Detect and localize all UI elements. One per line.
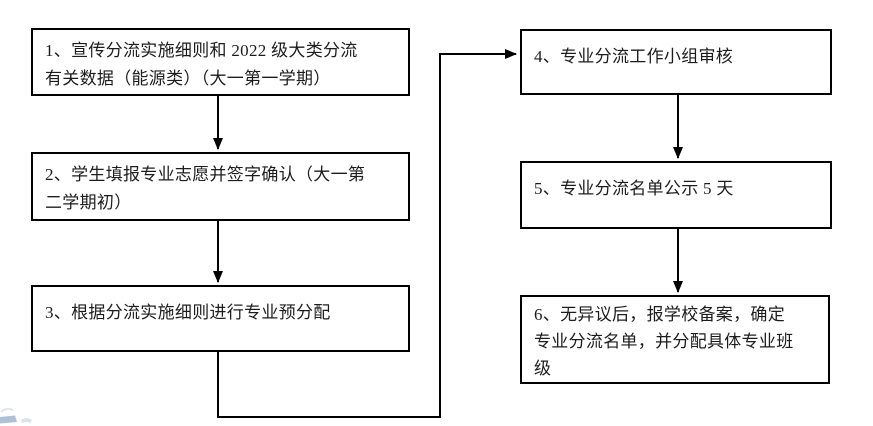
flow-step-6: 6、无异议后，报学校备案，确定 专业分流名单，并分配具体专业班 级	[520, 295, 830, 384]
flow-step-3: 3、根据分流实施细则进行专业预分配	[31, 285, 410, 352]
cropped-blue-ribbon-decoration	[0, 408, 32, 424]
flow-step-4: 4、专业分流工作小组审核	[520, 29, 832, 95]
flow-step-5: 5、专业分流名单公示 5 天	[520, 161, 832, 229]
flow-step-1: 1、宣传分流实施细则和 2022 级大类分流 有关数据（能源类）（大一第一学期）	[31, 28, 410, 96]
flow-step-2: 2、学生填报专业志愿并签字确认（大一第 二学期初）	[31, 152, 410, 221]
elbow-arrow-step3-to-step4	[217, 49, 517, 418]
